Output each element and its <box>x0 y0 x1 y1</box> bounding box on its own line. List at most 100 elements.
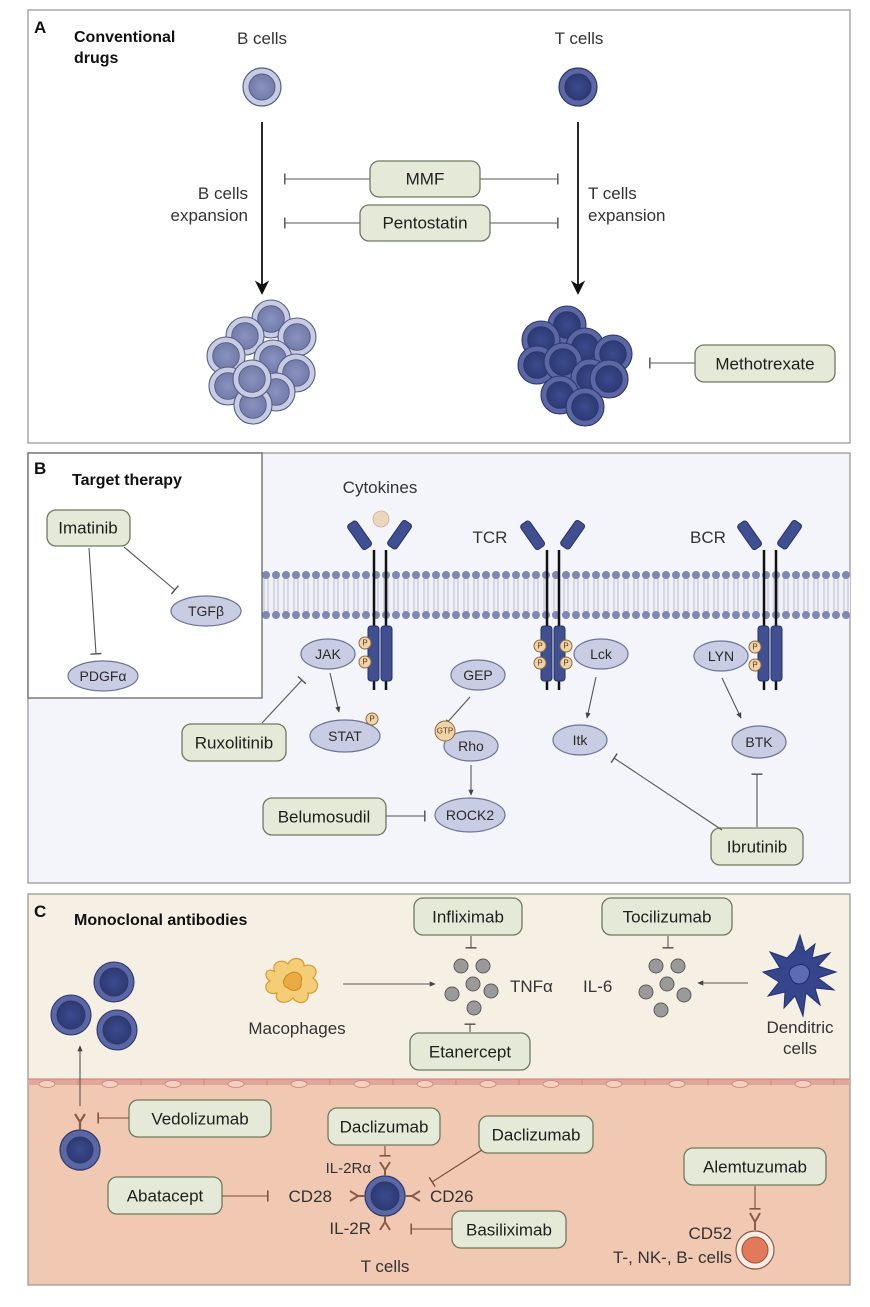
daclizumab-2-label: Daclizumab <box>492 1126 581 1145</box>
endothelial-cell <box>479 1080 497 1088</box>
lipid-head <box>512 571 520 579</box>
abatacept-drug-box[interactable]: Abatacept <box>107 1176 223 1215</box>
lipid-head <box>532 571 540 579</box>
lipid-head <box>662 611 670 619</box>
lipid-head <box>352 611 360 619</box>
etanercept-drug-box[interactable]: Etanercept <box>409 1032 531 1071</box>
endothelial-cell <box>164 1080 182 1088</box>
lipid-head <box>842 611 850 619</box>
svg-text:LYN: LYN <box>708 648 734 664</box>
svg-text:TGFβ: TGFβ <box>188 603 224 619</box>
rock2-protein: ROCK2 <box>434 797 506 833</box>
lipid-head <box>282 571 290 579</box>
svg-text:P: P <box>362 658 367 667</box>
lipid-head <box>792 611 800 619</box>
lipid-head <box>612 571 620 579</box>
lipid-head <box>362 571 370 579</box>
lipid-head <box>702 571 710 579</box>
daclizumab-2-drug-box[interactable]: Daclizumab <box>478 1115 594 1154</box>
il6-label: IL-6 <box>583 977 612 996</box>
tissue-t-cell-icon <box>59 1129 101 1171</box>
il2ra-label: IL-2Rα <box>326 1160 372 1177</box>
mmf-drug-box[interactable]: MMF <box>369 160 481 198</box>
alemtuzumab-drug-box[interactable]: Alemtuzumab <box>683 1147 827 1186</box>
endothelium-layer <box>28 1078 850 1088</box>
ibrutinib-itk-inhibit <box>610 753 723 831</box>
basiliximab-label: Basiliximab <box>466 1221 552 1240</box>
lipid-head <box>692 611 700 619</box>
tnfa-cytokines-icon <box>444 958 499 1016</box>
lipid-head <box>332 611 340 619</box>
t-cell <box>96 1009 138 1051</box>
lipid-head <box>622 571 630 579</box>
rho-protein: Rho <box>443 730 499 762</box>
lipid-head <box>432 611 440 619</box>
lipid-head <box>452 611 460 619</box>
lipid-head <box>562 571 570 579</box>
lipid-head <box>562 611 570 619</box>
t-expansion-label-2: expansion <box>588 206 666 225</box>
lipid-head <box>262 611 270 619</box>
lymphocyte-cell-icon <box>735 1230 775 1270</box>
imatinib-drug-box[interactable]: Imatinib <box>46 509 131 547</box>
t-cell-cluster-icon <box>517 305 633 427</box>
cytokine-dot <box>638 984 654 1000</box>
daclizumab-1-drug-box[interactable]: Daclizumab <box>327 1107 441 1146</box>
lipid-head <box>492 571 500 579</box>
macrophages-label: Macophages <box>248 1019 345 1038</box>
stat-protein: STAT <box>309 719 381 753</box>
infliximab-drug-box[interactable]: Infliximab <box>413 897 523 936</box>
panel-b-letter: B <box>34 459 46 478</box>
cytokines-label: Cytokines <box>343 478 418 497</box>
svg-text:ROCK2: ROCK2 <box>446 807 494 823</box>
bcr-label: BCR <box>690 528 726 547</box>
b-cell <box>206 336 246 376</box>
svg-text:P: P <box>362 639 367 648</box>
belumosudil-drug-box[interactable]: Belumosudil <box>262 797 387 836</box>
vedolizumab-label: Vedolizumab <box>151 1110 248 1129</box>
lipid-head <box>782 611 790 619</box>
lipid-head <box>582 571 590 579</box>
lipid-head <box>312 571 320 579</box>
jak-protein: JAK <box>300 638 356 670</box>
b-cells-label: B cells <box>237 29 287 48</box>
t-cell <box>589 359 629 399</box>
pentostatin-drug-box[interactable]: Pentostatin <box>359 204 491 242</box>
svg-text:GEP: GEP <box>463 667 493 683</box>
lipid-head <box>832 571 840 579</box>
jak-stat-arrow <box>329 672 341 713</box>
panel-a-title-line2: drugs <box>74 50 119 67</box>
lipid-head <box>612 611 620 619</box>
lipid-head <box>502 611 510 619</box>
lipid-head <box>392 611 400 619</box>
t-cell <box>565 387 605 427</box>
tocilizumab-drug-box[interactable]: Tocilizumab <box>601 897 733 936</box>
basiliximab-drug-box[interactable]: Basiliximab <box>451 1210 567 1249</box>
ruxolitinib-drug-box[interactable]: Ruxolitinib <box>181 723 287 762</box>
tocilizumab-label: Tocilizumab <box>623 908 712 927</box>
lipid-head <box>452 571 460 579</box>
cytokine-receptor-icon <box>347 519 413 690</box>
vedolizumab-drug-box[interactable]: Vedolizumab <box>128 1099 272 1138</box>
lipid-head <box>342 571 350 579</box>
cytokine-dot <box>648 958 664 974</box>
lck-protein: Lck <box>573 638 629 670</box>
ibrutinib-drug-box[interactable]: Ibrutinib <box>710 827 804 866</box>
central-t-cell-icon <box>349 1161 421 1231</box>
lipid-head <box>572 611 580 619</box>
cytokine-dot <box>465 976 481 992</box>
lipid-head <box>342 611 350 619</box>
lipid-head <box>522 571 530 579</box>
lipid-head <box>822 611 830 619</box>
alemtuzumab-label: Alemtuzumab <box>703 1158 807 1177</box>
b-expansion-label-1: B cells <box>198 184 248 203</box>
lipid-head <box>512 611 520 619</box>
phospho-badge: P <box>365 712 379 726</box>
abatacept-label: Abatacept <box>127 1187 204 1206</box>
mmf-label: MMF <box>406 170 445 189</box>
tcr-label: TCR <box>473 528 508 547</box>
cd28-receptor-icon <box>349 1190 365 1202</box>
methotrexate-drug-box[interactable]: Methotrexate <box>694 344 836 383</box>
endothelial-cell <box>416 1080 434 1088</box>
